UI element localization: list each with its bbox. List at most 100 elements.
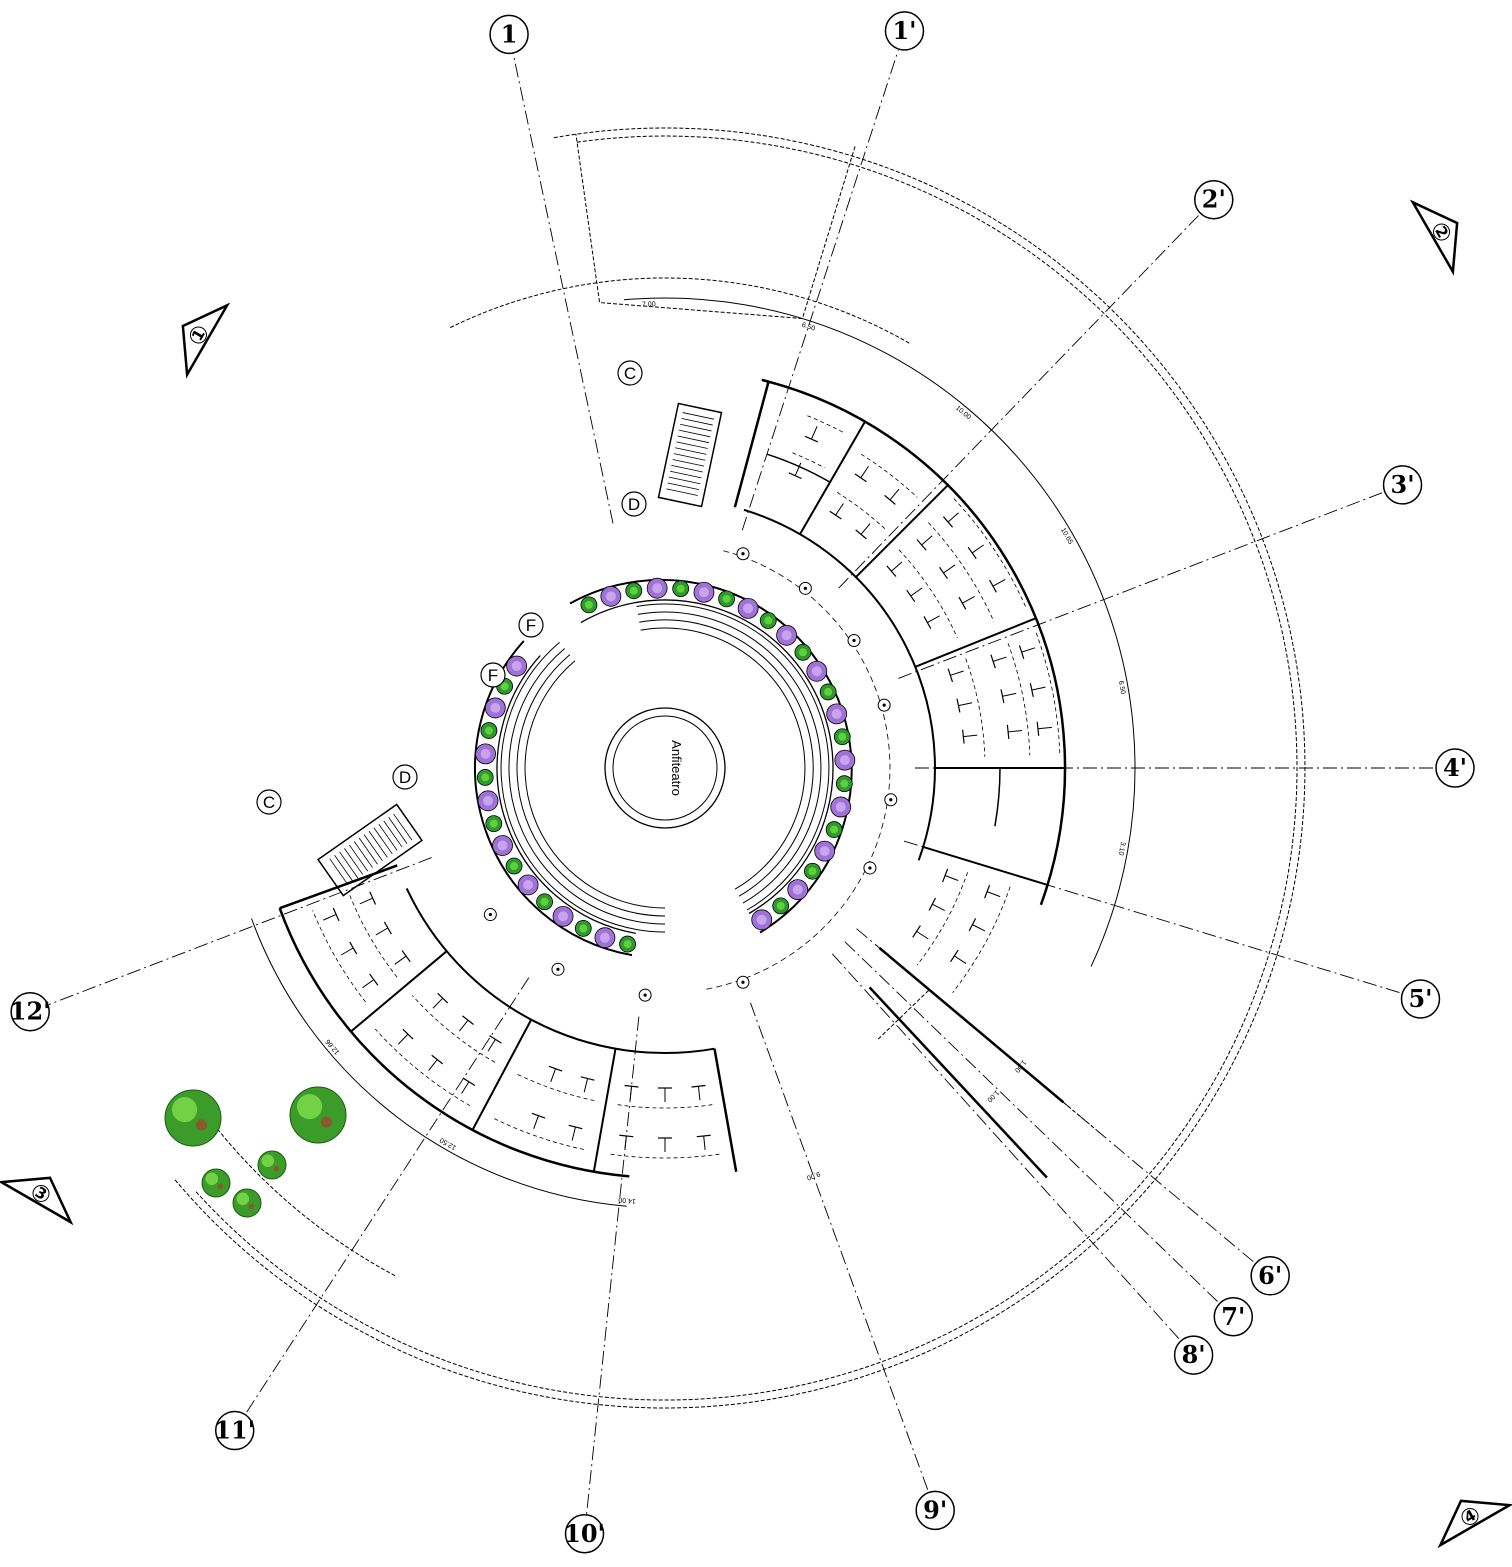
fixture-stem <box>947 512 959 523</box>
axis-label: 5' <box>1408 984 1432 1013</box>
row-marker-label: D <box>628 495 640 514</box>
axis-bubble <box>1435 748 1475 788</box>
dimension-label: 1.00 <box>985 1088 1000 1103</box>
tree-highlight <box>205 1172 219 1186</box>
ceiling-light-dot <box>556 967 560 971</box>
shrub-highlight <box>819 846 830 857</box>
light-circuit <box>836 492 887 531</box>
axis-label: 3' <box>1391 470 1415 499</box>
planter-outer-east <box>569 578 853 934</box>
stair-tread <box>339 851 359 879</box>
site-boundary-outer <box>174 127 1306 1409</box>
dimension-label: 9.00 <box>806 1170 821 1181</box>
dimension-base-arc-east <box>623 297 1136 967</box>
light-circuit <box>493 1118 584 1150</box>
fixture-stem <box>860 465 869 479</box>
shrub-highlight <box>497 840 508 851</box>
fixture-stem <box>432 997 444 1009</box>
stair-tread <box>388 817 408 844</box>
axis-bubble <box>1400 979 1441 1019</box>
section-circle <box>1461 1507 1479 1525</box>
axis-bubble <box>1382 465 1423 505</box>
room-partition <box>471 1019 533 1131</box>
light-fixture <box>886 565 897 577</box>
fixture-stem <box>963 734 978 738</box>
grid-axis-line <box>856 928 1256 1264</box>
light-fixture <box>942 868 949 883</box>
shrub-highlight <box>489 819 498 828</box>
stair-tread <box>681 418 713 426</box>
small-room-wall <box>994 767 1001 827</box>
fixture-stem <box>860 523 871 535</box>
axis-label: 4' <box>1443 753 1467 782</box>
axis-bubble <box>564 1514 605 1554</box>
fixture-stem <box>583 1078 589 1093</box>
fixture-stem <box>362 979 375 989</box>
row-marker-bubble <box>617 360 643 386</box>
fixture-stem <box>910 587 923 597</box>
axis-label: 10' <box>564 1519 605 1548</box>
planter-ring <box>475 577 856 953</box>
light-circuit <box>617 1104 713 1109</box>
shrub-highlight <box>792 884 803 895</box>
shrub-highlight <box>605 591 616 602</box>
row-marker-bubble <box>256 789 282 815</box>
fixture-stem <box>394 955 407 965</box>
grid-axis-line <box>512 53 614 524</box>
fixture-stem <box>891 561 903 572</box>
fixture-stem <box>397 1033 409 1045</box>
ceiling-light-dot <box>852 638 856 643</box>
light-fixture <box>950 949 959 963</box>
terrace-inner-arc <box>449 277 911 345</box>
room-partition <box>592 1048 617 1172</box>
row-marker-bubble <box>518 612 544 638</box>
fixture-stem <box>697 1086 701 1101</box>
shrub-highlight <box>540 897 549 906</box>
stair-tread <box>368 830 388 858</box>
stairs-west <box>317 803 423 897</box>
grid-axis-line <box>245 977 530 1415</box>
tree-highlight <box>172 1097 198 1123</box>
light-fixture <box>968 918 977 932</box>
dimension-label: 6.50 <box>1117 680 1126 695</box>
fixture-stem <box>375 927 389 936</box>
fixture-stem <box>916 930 929 940</box>
fixture-stem <box>921 535 933 546</box>
stair-tread <box>677 435 710 444</box>
fixture-stem <box>986 891 1001 898</box>
light-circuit <box>952 886 1011 993</box>
stair-box <box>657 402 723 508</box>
shrub-highlight <box>840 779 849 788</box>
fixture-stem <box>461 1081 470 1094</box>
fixture-stem <box>1031 686 1046 691</box>
section-circle <box>1433 223 1451 241</box>
tree-highlight <box>261 1154 275 1168</box>
shrub-highlight <box>480 748 491 759</box>
shrub-highlight <box>623 940 632 949</box>
corridor-inner-wall-east <box>743 508 936 861</box>
tree-trunk <box>217 1183 223 1190</box>
garden-edge <box>211 1121 396 1277</box>
fixture-stem <box>533 1115 539 1130</box>
stair-tread <box>334 855 354 882</box>
dimension-label: 7.00 <box>642 301 656 308</box>
shrub-highlight <box>781 630 792 641</box>
axis-label: 2' <box>1202 185 1226 214</box>
seating-row-west <box>516 654 666 917</box>
light-circuit <box>965 658 986 757</box>
fixture-stem <box>992 656 1007 662</box>
path-outline <box>877 989 1095 1129</box>
ceiling-light-dot <box>741 552 745 556</box>
section-circle <box>189 326 207 344</box>
light-circuit <box>953 498 1027 608</box>
stair-tread <box>673 453 706 461</box>
fixture-stem <box>962 595 975 604</box>
shrub-highlight <box>579 924 588 933</box>
ceiling-light-dot <box>803 586 807 590</box>
grid-axis-line <box>844 941 1220 1304</box>
axis-bubble <box>1250 1256 1290 1296</box>
row-marker-bubble <box>621 491 647 517</box>
stair-tread <box>378 824 398 851</box>
light-circuit <box>860 453 918 498</box>
